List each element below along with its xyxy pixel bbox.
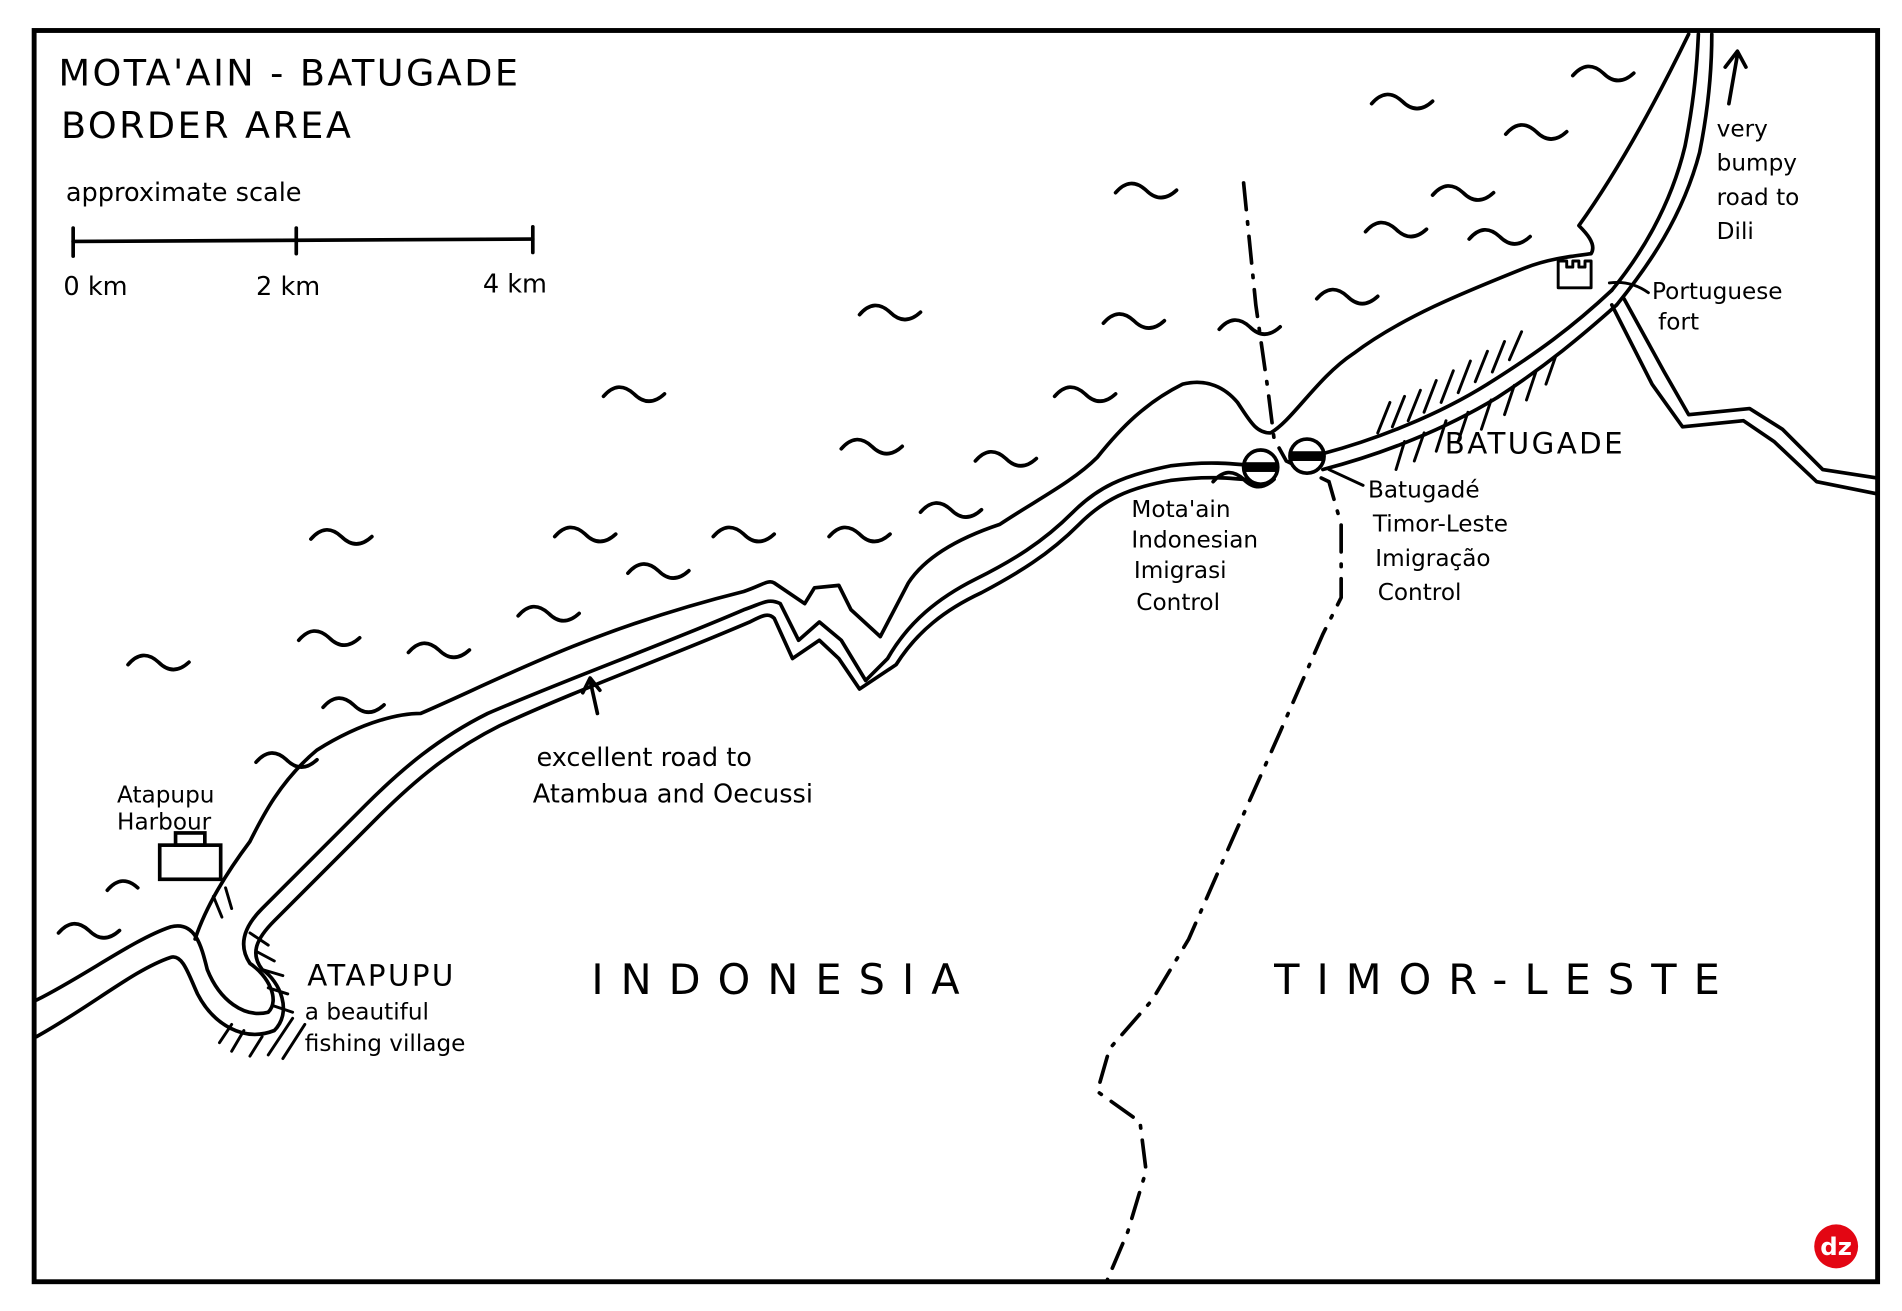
scale-bar: approximate scale 0 km 2 km 4 km bbox=[63, 178, 547, 302]
east-road-note-line3: road to bbox=[1717, 185, 1800, 211]
harbour-label-line1: Atapupu bbox=[117, 782, 214, 808]
ship-icon bbox=[157, 831, 223, 882]
road-batugade bbox=[1321, 288, 1619, 472]
arrow-up-icon bbox=[580, 676, 602, 716]
fort-label-line2: fort bbox=[1658, 309, 1699, 335]
post-indonesia-line4: Control bbox=[1136, 590, 1220, 616]
post-indonesia-line3: Imigrasi bbox=[1134, 558, 1227, 584]
map-title-line1: MOTA'AIN - BATUGADE bbox=[59, 51, 521, 94]
hill-hatching-atapupu bbox=[211, 886, 307, 1061]
road-atambua-oecussi bbox=[34, 461, 1258, 1039]
coastline bbox=[193, 32, 1691, 941]
post-timor-leste-line3: Imigração bbox=[1375, 546, 1490, 572]
east-road-note-line4: Dili bbox=[1717, 219, 1754, 245]
road-to-dili bbox=[1609, 32, 1714, 307]
map-frame bbox=[31, 28, 1881, 1285]
east-road-note-line2: bumpy bbox=[1717, 151, 1798, 177]
hill-hatching-batugade bbox=[1376, 330, 1558, 471]
svg-text:dz: dz bbox=[1820, 1232, 1852, 1261]
post-indonesia-line1: Mota'ain bbox=[1131, 497, 1230, 523]
atapupu-desc-line1: a beautiful bbox=[305, 1000, 429, 1026]
atapupu-desc-line2: fishing village bbox=[305, 1031, 466, 1057]
scale-tick-2: 2 km bbox=[256, 272, 320, 302]
scale-tick-0: 0 km bbox=[63, 272, 127, 302]
west-road-note-line2: Atambua and Oecussi bbox=[533, 779, 813, 809]
international-border bbox=[1095, 181, 1343, 1283]
post-timor-leste-line2: Timor-Leste bbox=[1372, 512, 1508, 538]
country-label-indonesia: INDONESIA bbox=[591, 956, 976, 1004]
west-road-note-line1: excellent road to bbox=[536, 743, 752, 773]
road-southeast bbox=[1609, 296, 1880, 496]
border-post-timor-leste bbox=[1288, 437, 1326, 476]
arrow-up-icon bbox=[1723, 49, 1748, 106]
atapupu-label: ATAPUPU bbox=[307, 958, 455, 992]
batugade-label: BATUGADE bbox=[1445, 427, 1625, 461]
post-timor-leste-line4: Control bbox=[1378, 580, 1462, 606]
harbour-label-line2: Harbour bbox=[117, 809, 212, 835]
fort-label-line1: Portuguese bbox=[1652, 279, 1782, 305]
map-title-line2: BORDER AREA bbox=[61, 104, 353, 147]
east-road-note-line1: very bbox=[1717, 117, 1768, 143]
country-label-timor-leste: TIMOR-LESTE bbox=[1273, 956, 1737, 1004]
post-indonesia-line2: Indonesian bbox=[1131, 528, 1258, 554]
border-post-indonesia bbox=[1241, 448, 1280, 486]
scale-tick-4: 4 km bbox=[483, 270, 547, 300]
dz-logo: dz bbox=[1814, 1224, 1859, 1269]
scale-label: approximate scale bbox=[66, 178, 302, 208]
sea-waves bbox=[56, 64, 1636, 940]
post-timor-leste-line1: Batugadé bbox=[1368, 478, 1480, 504]
castle-icon bbox=[1556, 259, 1593, 290]
